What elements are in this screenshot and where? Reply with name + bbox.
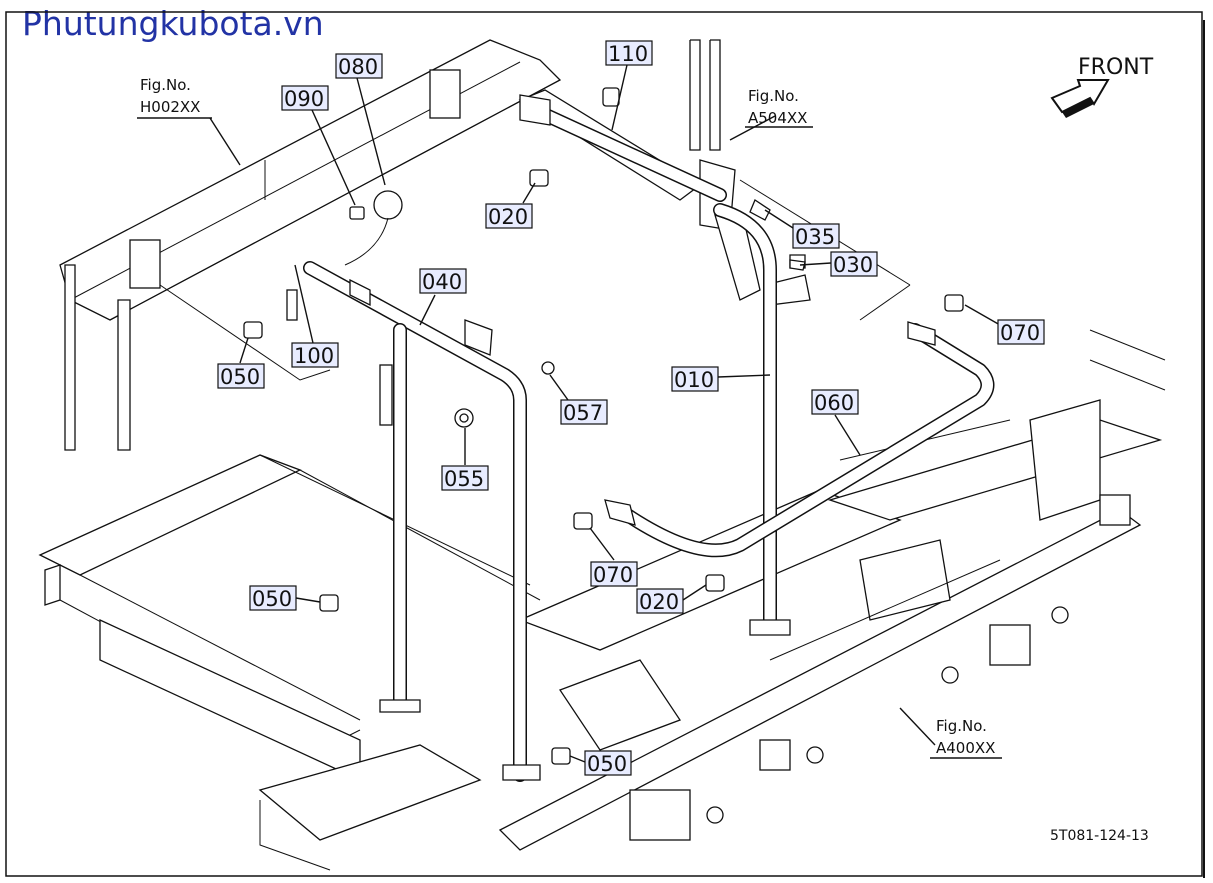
callout-080: 080 bbox=[335, 53, 383, 79]
callout-010: 010 bbox=[671, 366, 719, 392]
front-label: FRONT bbox=[1078, 55, 1154, 80]
svg-text:010: 010 bbox=[674, 368, 714, 392]
callout-030: 030 bbox=[830, 251, 878, 277]
svg-text:Fig.No.: Fig.No. bbox=[140, 76, 191, 94]
svg-text:Fig.No.: Fig.No. bbox=[748, 87, 799, 105]
svg-text:020: 020 bbox=[639, 590, 679, 614]
front-arrow: FRONT bbox=[1050, 55, 1154, 118]
svg-text:050: 050 bbox=[587, 752, 627, 776]
fig-ref-a504: Fig.No. A504XX bbox=[745, 87, 813, 128]
svg-text:090: 090 bbox=[284, 87, 324, 111]
svg-text:H002XX: H002XX bbox=[140, 98, 200, 116]
fig-ref-h002: Fig.No. H002XX bbox=[137, 76, 212, 119]
rear-frame-tube-040 bbox=[303, 261, 541, 782]
callout-050-mid: 050 bbox=[249, 585, 297, 611]
svg-text:020: 020 bbox=[488, 205, 528, 229]
svg-text:070: 070 bbox=[593, 563, 633, 587]
callout-060: 060 bbox=[811, 389, 859, 415]
fig-ref-a400: Fig.No. A400XX bbox=[930, 717, 1002, 759]
svg-text:100: 100 bbox=[294, 344, 334, 368]
drawing-border bbox=[5, 11, 1203, 877]
callout-040: 040 bbox=[419, 268, 467, 294]
callout-057: 057 bbox=[560, 399, 608, 425]
callout-070-right: 070 bbox=[997, 319, 1045, 345]
svg-text:057: 057 bbox=[563, 401, 603, 425]
lower-right-chassis bbox=[498, 329, 1166, 851]
watermark-logo: Phutungkubota.vn bbox=[22, 4, 324, 43]
callout-100: 100 bbox=[291, 342, 339, 368]
callout-110: 110 bbox=[605, 40, 653, 66]
callout-020-top: 020 bbox=[485, 203, 533, 229]
callout-090: 090 bbox=[281, 85, 329, 111]
svg-text:A400XX: A400XX bbox=[936, 739, 995, 757]
guard-bar-060 bbox=[604, 321, 995, 558]
upper-frame-tube-010 bbox=[519, 94, 791, 636]
callout-055: 055 bbox=[441, 465, 489, 491]
callout-050-bottom: 050 bbox=[584, 750, 632, 776]
svg-text:Fig.No.: Fig.No. bbox=[936, 717, 987, 735]
lower-left-frame bbox=[38, 454, 541, 871]
svg-text:110: 110 bbox=[608, 42, 648, 66]
svg-text:030: 030 bbox=[833, 253, 873, 277]
callout-070-bottom: 070 bbox=[590, 561, 638, 587]
svg-text:055: 055 bbox=[444, 467, 484, 491]
leader-lines bbox=[209, 64, 1001, 763]
svg-text:060: 060 bbox=[814, 391, 854, 415]
svg-text:040: 040 bbox=[422, 270, 462, 294]
drawing-code: 5T081-124-13 bbox=[1050, 828, 1149, 844]
svg-text:080: 080 bbox=[338, 55, 378, 79]
callout-050-left: 050 bbox=[217, 363, 265, 389]
svg-text:035: 035 bbox=[795, 225, 835, 249]
svg-text:050: 050 bbox=[252, 587, 292, 611]
right-upper-frame bbox=[518, 39, 911, 321]
svg-text:070: 070 bbox=[1000, 321, 1040, 345]
fasteners bbox=[243, 87, 964, 765]
svg-text:A504XX: A504XX bbox=[748, 109, 807, 127]
svg-text:050: 050 bbox=[220, 365, 260, 389]
rear-frame bbox=[59, 39, 562, 451]
callout-035: 035 bbox=[792, 223, 840, 249]
callout-020-bottom: 020 bbox=[636, 588, 684, 614]
